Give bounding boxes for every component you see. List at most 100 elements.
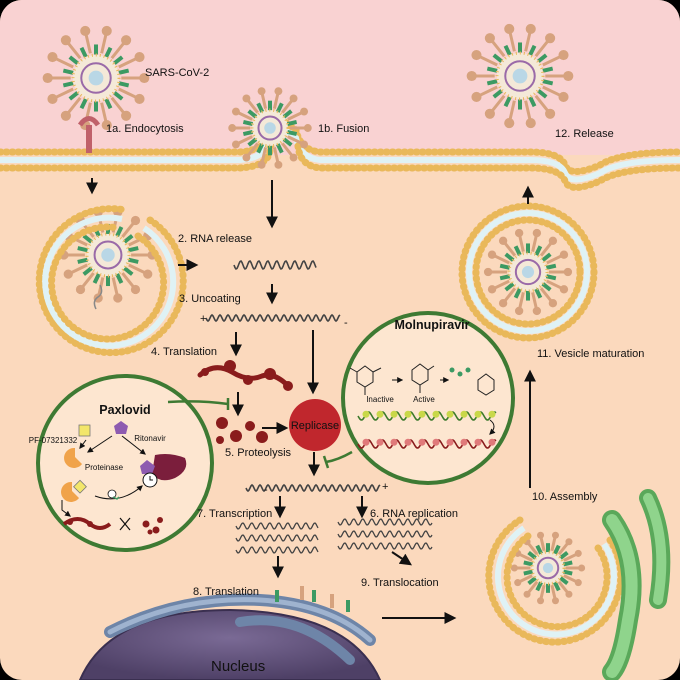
step-11-label: 11. Vesicle maturation [537, 348, 644, 360]
membrane-protein [77, 257, 88, 264]
nucleocapsid [80, 62, 112, 94]
spike-head [289, 94, 298, 103]
spike-head [47, 51, 58, 63]
rna-plus-sign: + [200, 313, 206, 325]
membrane-protein [499, 263, 511, 270]
spike-head [525, 23, 536, 34]
spike-head [60, 110, 71, 121]
spike-head [134, 93, 145, 105]
spike-head [300, 140, 309, 149]
spike-head [121, 35, 132, 46]
nucleotide-mark [362, 410, 370, 418]
spike-head [565, 538, 573, 546]
maturation-vesicle [458, 202, 598, 342]
nucleotide-mark [418, 410, 426, 418]
virus-label: SARS-CoV-2 [145, 67, 209, 79]
spike-head [558, 49, 569, 61]
spike-head [559, 250, 569, 259]
spike-head [101, 120, 112, 131]
nucleus-label: Nucleus [211, 658, 265, 675]
membrane-protein [492, 89, 503, 99]
spike-head [274, 87, 283, 96]
nucleotide-mark [446, 438, 454, 446]
molnupiravir-inset: Molnupiravir Inactive Active [341, 311, 515, 485]
spike-head [257, 87, 266, 96]
membrane-protein [486, 79, 498, 86]
spike-head [134, 51, 145, 63]
membrane-protein [115, 273, 124, 284]
membrane-protein [518, 99, 522, 110]
spike-head [471, 49, 482, 61]
spike-head [143, 269, 153, 279]
spike-head [483, 267, 493, 277]
membrane-protein [256, 142, 265, 154]
membrane-protein [92, 273, 101, 284]
membrane-protein [123, 266, 134, 276]
active-molecule-icon [411, 363, 435, 393]
membrane-protein [68, 91, 79, 101]
membrane-protein [523, 569, 534, 576]
membrane-protein [542, 79, 554, 86]
viral-core [542, 562, 554, 574]
spike-head [514, 228, 524, 238]
spike-head [558, 91, 569, 103]
membrane-protein [62, 81, 74, 88]
spike-head [130, 284, 141, 295]
spike-head [504, 23, 515, 34]
membrane-protein [94, 44, 98, 55]
membrane-protein [545, 263, 557, 270]
nucleotide-mark [390, 438, 398, 446]
spike-head [525, 118, 536, 129]
spike-head [242, 153, 251, 162]
spike-head [471, 91, 482, 103]
membrane-protein [535, 580, 544, 592]
membrane-protein [94, 101, 98, 112]
spike-head [274, 160, 283, 169]
membrane-protein [128, 246, 139, 253]
membrane-protein [282, 137, 293, 147]
spike-head [242, 94, 251, 103]
spike-head [532, 228, 542, 238]
nucleotide-mark [404, 410, 412, 418]
spike-head [551, 531, 559, 539]
spike-head [300, 107, 309, 116]
nucleotide-mark [376, 410, 384, 418]
spike-head [545, 108, 556, 119]
spike-head [484, 33, 495, 44]
membrane-protein [526, 243, 530, 254]
membrane-protein [106, 276, 110, 287]
membrane-protein [79, 98, 88, 110]
nucleotide-mark [488, 438, 496, 446]
assembly-vesicle [485, 516, 625, 646]
rna-minus-sign: - [344, 317, 348, 329]
membrane-protein [118, 81, 130, 88]
membrane-protein [286, 129, 298, 137]
spike-head [523, 590, 531, 598]
ace2-receptor [77, 116, 101, 153]
nucleotide-mark [432, 438, 440, 446]
membrane-protein [546, 582, 550, 593]
spike-head [548, 299, 558, 308]
rna-genome-plus [205, 313, 341, 323]
membrane-protein [486, 66, 498, 73]
rna-plus-sign-2: + [382, 481, 388, 493]
membrane-protein [534, 287, 543, 299]
step-1a-label: 1a. Endocytosis [106, 123, 184, 135]
membrane-protein [562, 569, 573, 576]
spike-head [47, 93, 58, 105]
viral-core [88, 70, 104, 86]
membrane-protein [79, 46, 88, 58]
inhibition-lines [167, 398, 353, 469]
membrane-protein [82, 234, 93, 244]
spike-head [75, 284, 86, 295]
spike-head [532, 306, 542, 316]
rna-minus-sign-2: - [264, 484, 268, 496]
membrane-protein [528, 44, 537, 56]
membrane-protein [558, 575, 569, 586]
spike-head [498, 299, 508, 308]
membrane-protein [286, 119, 298, 127]
liver-icon [152, 454, 187, 481]
membrane-protein [113, 55, 124, 65]
membrane-protein [537, 89, 548, 99]
nucleotide-mark [376, 438, 384, 446]
